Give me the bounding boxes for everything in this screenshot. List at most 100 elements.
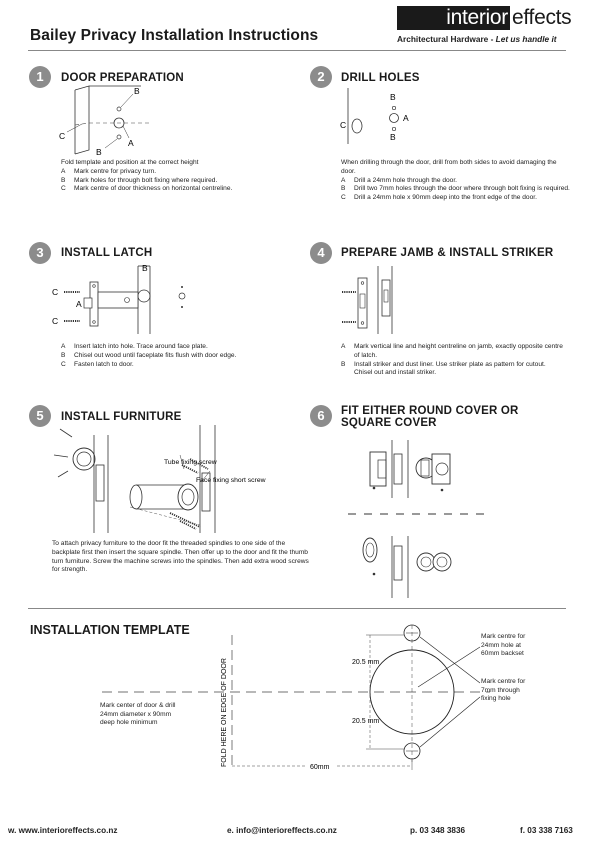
template-note-bottom-line: 7mm through — [481, 686, 520, 694]
step-1-item-key: A — [61, 167, 66, 175]
template-left-note-line: 24mm diameter x 90mm — [100, 710, 172, 718]
step-2-item-text: Drill a 24mm hole x 90mm deep into the f… — [354, 194, 537, 202]
step-1-label-b-top: B — [134, 86, 140, 96]
template-note-top-line: 60mm backset — [481, 650, 524, 658]
footer-phone: p. 03 348 3836 — [410, 826, 466, 835]
step-3-label-a: A — [76, 299, 82, 309]
step-2-title: DRILL HOLES — [341, 72, 420, 84]
step-4-text: A Mark vertical line and height centrelin… — [341, 343, 563, 378]
step-3-text: A Insert latch into hole. Trace around fa… — [61, 343, 291, 369]
step-1-item: B Mark holes for through bolt fixing wher… — [61, 177, 281, 186]
step-3-item-text: Fasten latch to door. — [74, 360, 134, 368]
step-6-diagram — [348, 440, 488, 598]
tagline-main: Architectural Hardware - — [397, 34, 496, 44]
footer-email[interactable]: e. info@interioreffects.co.nz — [227, 826, 337, 835]
step-1-item-text: Mark centre for privacy turn. — [74, 167, 157, 175]
page-title: Bailey Privacy Installation Instructions — [30, 27, 319, 44]
step-2-label-c: C — [340, 120, 346, 130]
step-3-item: A Insert latch into hole. Trace around fa… — [61, 343, 291, 352]
step-2-item-key: C — [341, 194, 346, 202]
step-3-item-key: B — [61, 351, 66, 359]
step-2-intro: When drilling through the door, drill fr… — [341, 159, 557, 175]
step-2-item-text: Drill two 7mm holes through the door whe… — [354, 185, 570, 193]
template-dim-width: 60mm — [310, 764, 330, 771]
tagline-italic: Let us handle it — [495, 34, 557, 44]
step-3-item-text: Chisel out wood until faceplate fits flu… — [74, 351, 237, 359]
step-2-label-b-bottom: B — [390, 132, 396, 142]
footer-web[interactable]: w. www.interioreffects.co.nz — [8, 826, 118, 835]
step-3-title: INSTALL LATCH — [61, 247, 153, 259]
template-note-top-line: 24mm hole at — [481, 641, 521, 649]
step-1-item: A Mark centre for privacy turn. — [61, 168, 281, 177]
step-2-label-b-top: B — [390, 92, 396, 102]
step-4-item-text: Mark vertical line and height centreline… — [354, 343, 563, 359]
template-dim-bottom: 20.5 mm — [352, 718, 379, 725]
step-2-diagram: C B A B — [340, 88, 409, 144]
step-6-number: 6 — [310, 405, 332, 427]
step-1-label-c: C — [59, 131, 65, 141]
step-1-title: DOOR PREPARATION — [61, 72, 184, 84]
template-note-bottom-line: Mark centre for — [481, 678, 526, 685]
step-3-item: C Fasten latch to door. — [61, 361, 291, 370]
step-3-label-c-top: C — [52, 287, 58, 297]
step-6-title-line2: SQUARE COVER — [341, 417, 437, 429]
template-left-note-line: deep hole minimum — [100, 719, 158, 727]
step-4-item: A Mark vertical line and height centrelin… — [341, 343, 563, 361]
step-4-diagram — [342, 266, 393, 334]
step-3-item-text: Insert latch into hole. Trace around fac… — [74, 343, 208, 350]
step-6-title-line1: FIT EITHER ROUND COVER OR — [341, 405, 519, 417]
step-2-item-key: A — [341, 176, 346, 184]
step-6-title: FIT EITHER ROUND COVER OR SQUARE COVER — [341, 405, 519, 429]
step-3-number: 3 — [29, 242, 51, 264]
template-fold-label: FOLD HERE ON EDGE OF DOOR — [221, 658, 228, 767]
step-1-text: Fold template and position at the correc… — [61, 159, 281, 194]
template-dim-top: 20.5 mm — [352, 659, 379, 666]
step-2-item: A Drill a 24mm hole through the door. — [341, 177, 573, 186]
section-divider — [28, 608, 566, 609]
step-2-text: When drilling through the door, drill fr… — [341, 159, 573, 203]
step-2-item: C Drill a 24mm hole x 90mm deep into the … — [341, 194, 573, 203]
step-4-number: 4 — [310, 242, 332, 264]
step-3-diagram: B C A C — [52, 263, 186, 334]
step-1-item-text: Mark centre of door thickness on horizon… — [74, 185, 233, 193]
step-2-label-a: A — [403, 113, 409, 123]
step-2-number: 2 — [310, 66, 332, 88]
template-note-bottom: Mark centre for 7mm through fixing hole — [481, 678, 571, 704]
step-2-item-text: Drill a 24mm hole through the door. — [354, 176, 457, 184]
step-5-label-face-screw: Face fixing short screw — [196, 477, 266, 484]
step-5-paragraph: To attach privacy furniture to the door … — [52, 540, 309, 574]
header-divider — [28, 50, 566, 51]
step-4-title: PREPARE JAMB & INSTALL STRIKER — [341, 247, 554, 259]
step-3-item-key: A — [61, 343, 66, 350]
step-5-number: 5 — [29, 405, 51, 427]
step-4-item-key: A — [341, 343, 346, 350]
logo-rest: effects — [512, 6, 572, 29]
footer-fax: f. 03 338 7163 — [520, 826, 573, 835]
step-1-item-key: C — [61, 185, 66, 193]
step-3-label-c-bottom: C — [52, 316, 58, 326]
step-4-item-text: Install striker and dust liner. Use stri… — [354, 360, 546, 377]
template-diagram: 20.5 mm 20.5 mm 60mm FOLD HERE ON EDGE O… — [102, 624, 490, 771]
step-1-label-a: A — [128, 138, 134, 148]
step-1-label-b-bottom: B — [96, 147, 102, 157]
template-heading: INSTALLATION TEMPLATE — [30, 623, 190, 637]
template-left-note: Mark center of door & drill 24mm diamete… — [100, 702, 210, 728]
step-3-label-b: B — [142, 263, 148, 273]
step-2-item-key: B — [341, 185, 346, 193]
template-note-top: Mark centre for 24mm hole at 60mm backse… — [481, 633, 571, 659]
template-note-top-line: Mark centre for — [481, 633, 526, 640]
step-5-diagram: Tube fixing screw Face fixing short scre… — [53, 425, 266, 533]
step-1-item: C Mark centre of door thickness on horizo… — [61, 185, 281, 194]
template-note-bottom-line: fixing hole — [481, 695, 511, 703]
step-1-item-text: Mark holes for through bolt fixing where… — [74, 176, 218, 184]
tagline: Architectural Hardware - Let us handle i… — [397, 34, 557, 44]
step-1-diagram: B A B C — [59, 85, 151, 157]
step-3-item-key: C — [61, 360, 66, 368]
step-5-title: INSTALL FURNITURE — [61, 411, 182, 423]
step-1-item-key: B — [61, 176, 66, 184]
step-4-item-key: B — [341, 360, 346, 368]
step-2-item: B Drill two 7mm holes through the door wh… — [341, 185, 573, 194]
logo-highlight: interior — [397, 6, 510, 30]
step-1-number: 1 — [29, 66, 51, 88]
step-4-item: B Install striker and dust liner. Use str… — [341, 361, 563, 379]
